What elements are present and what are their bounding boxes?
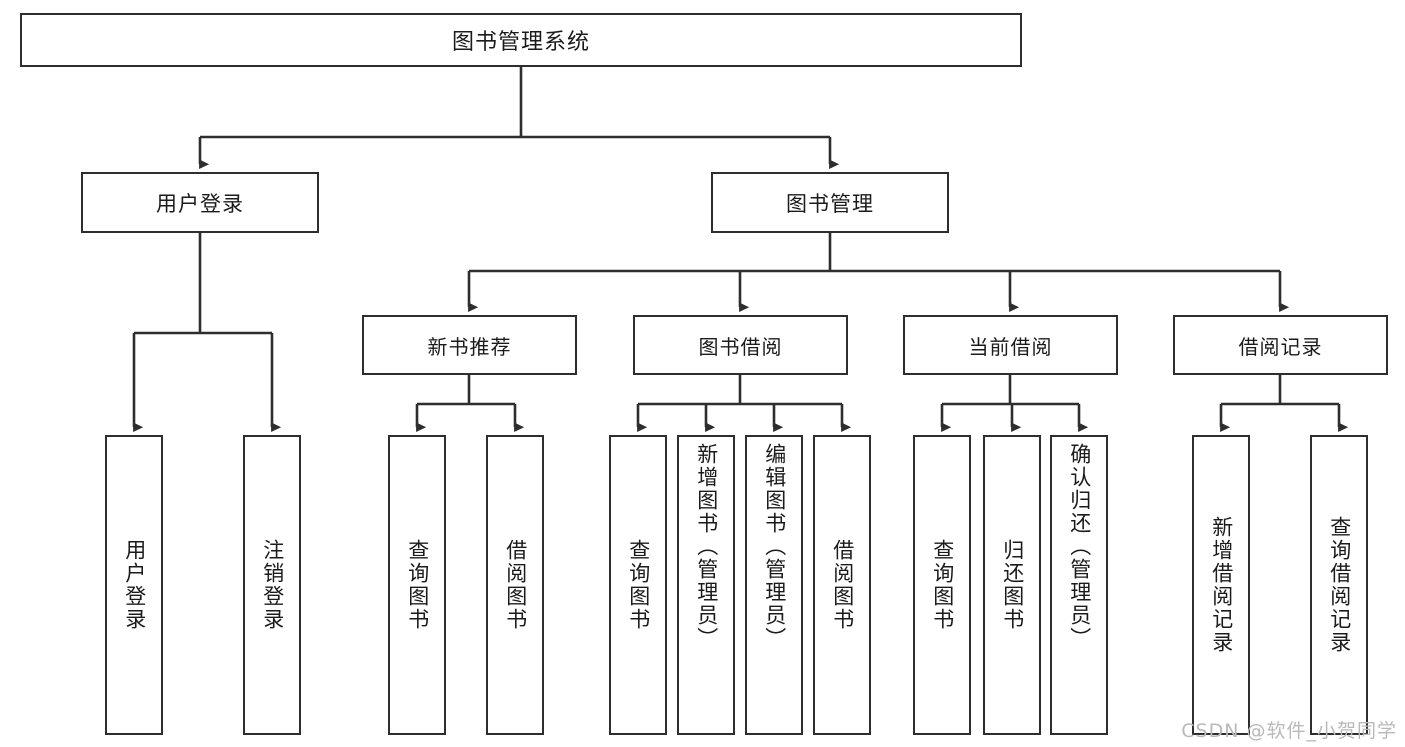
node-leaf-query-book-3-label: 查询图书 (930, 539, 955, 631)
node-leaf-query-book-3[interactable]: 查询图书 (913, 435, 971, 735)
node-leaf-return-book-label: 归还图书 (1000, 539, 1025, 631)
node-leaf-query-book-2[interactable]: 查询图书 (609, 435, 667, 735)
node-leaf-borrow-book-2-label: 借阅图书 (830, 539, 855, 631)
node-leaf-add-record-label: 新增借阅记录 (1209, 516, 1234, 654)
node-leaf-add-book-label: 新增图书（管理员） (694, 443, 719, 650)
node-root[interactable]: 图书管理系统 (20, 13, 1022, 67)
node-leaf-confirm-return[interactable]: 确认归还（管理员） (1050, 435, 1108, 735)
node-leaf-query-book-2-label: 查询图书 (626, 539, 651, 631)
node-borrow-record[interactable]: 借阅记录 (1173, 315, 1388, 375)
node-leaf-user-login-label: 用户登录 (122, 539, 147, 631)
node-user-login[interactable]: 用户登录 (81, 172, 319, 233)
node-leaf-borrow-book-2[interactable]: 借阅图书 (813, 435, 871, 735)
node-leaf-logout[interactable]: 注销登录 (243, 435, 301, 735)
node-current-borrow-label: 当前借阅 (968, 334, 1053, 359)
node-leaf-edit-book[interactable]: 编辑图书（管理员） (745, 435, 803, 735)
node-leaf-user-login[interactable]: 用户登录 (105, 435, 163, 735)
csdn-watermark: CSDN @软件_小贺同学 (1181, 720, 1397, 742)
node-root-label: 图书管理系统 (451, 30, 590, 55)
node-leaf-add-record[interactable]: 新增借阅记录 (1192, 435, 1250, 735)
node-leaf-add-book[interactable]: 新增图书（管理员） (677, 435, 735, 735)
node-current-borrow[interactable]: 当前借阅 (903, 315, 1118, 375)
node-leaf-query-record-label: 查询借阅记录 (1327, 516, 1352, 654)
node-leaf-borrow-book-1-label: 借阅图书 (503, 539, 528, 631)
node-book-borrow[interactable]: 图书借阅 (633, 315, 848, 375)
node-leaf-return-book[interactable]: 归还图书 (983, 435, 1041, 735)
node-leaf-query-book-1-label: 查询图书 (405, 539, 430, 631)
node-leaf-confirm-return-label: 确认归还（管理员） (1067, 443, 1092, 650)
node-borrow-record-label: 借阅记录 (1238, 334, 1323, 359)
node-leaf-edit-book-label: 编辑图书（管理员） (762, 443, 787, 650)
node-book-borrow-label: 图书借阅 (698, 334, 783, 359)
node-book-manage[interactable]: 图书管理 (711, 172, 949, 233)
node-new-book-recommend-label: 新书推荐 (427, 334, 512, 359)
node-new-book-recommend[interactable]: 新书推荐 (362, 315, 577, 375)
node-leaf-query-record[interactable]: 查询借阅记录 (1310, 435, 1368, 735)
node-leaf-query-book-1[interactable]: 查询图书 (388, 435, 446, 735)
node-user-login-label: 用户登录 (156, 191, 244, 216)
node-leaf-borrow-book-1[interactable]: 借阅图书 (486, 435, 544, 735)
node-book-manage-label: 图书管理 (786, 191, 874, 216)
node-leaf-logout-label: 注销登录 (260, 539, 285, 631)
